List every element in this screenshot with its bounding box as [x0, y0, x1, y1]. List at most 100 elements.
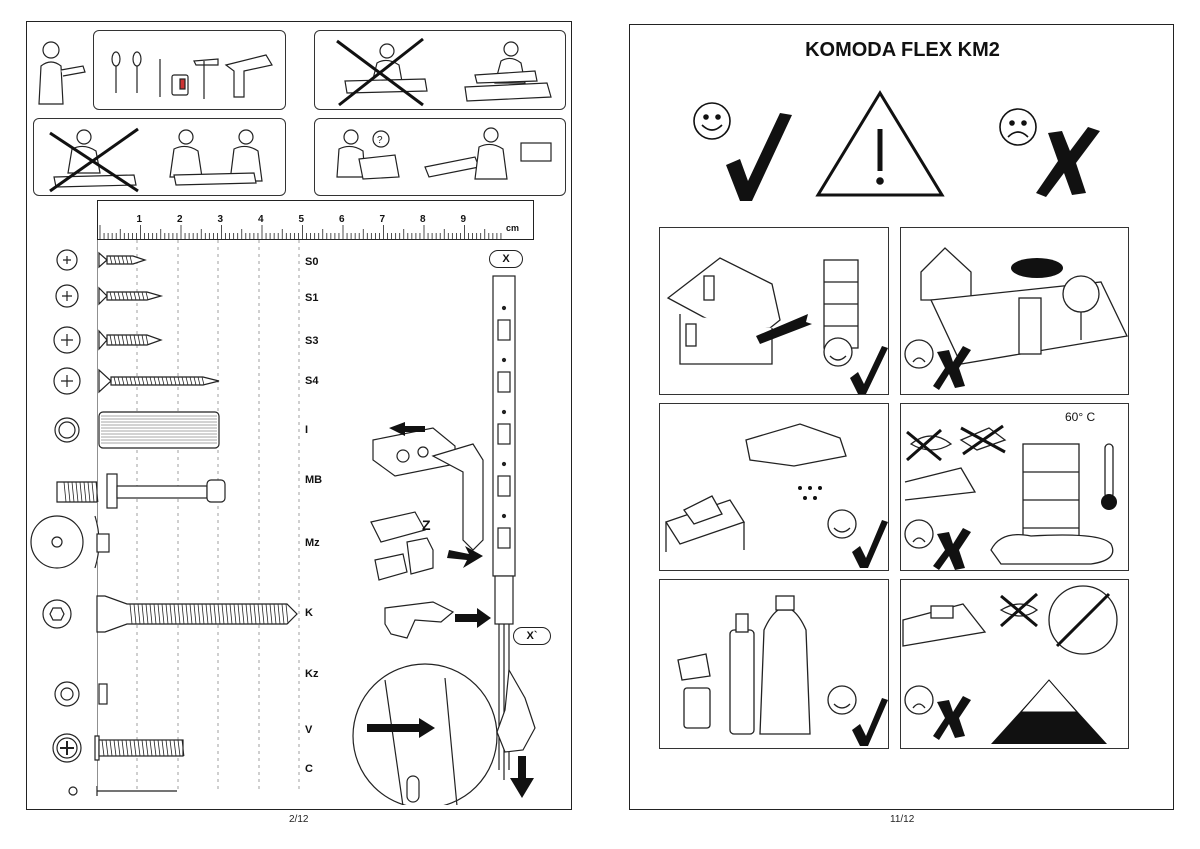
- thread-line: [121, 739, 125, 757]
- thread-line: [213, 603, 217, 625]
- tools-panel: [93, 30, 286, 110]
- thread-line: [137, 603, 141, 625]
- thread-line: [133, 603, 137, 625]
- thread-line: [185, 603, 189, 625]
- page-number-right: 11/12: [890, 814, 915, 825]
- no-water-heat-illustration: [904, 424, 1117, 570]
- thread-line: [161, 739, 165, 757]
- rail-slot: [497, 423, 511, 445]
- part-code-kz: Kz: [305, 668, 319, 680]
- thread-line: [141, 376, 145, 386]
- thread-line: [277, 603, 281, 625]
- thread-line: [137, 291, 141, 301]
- thread-line: [109, 255, 113, 265]
- ruler-unit: cm: [506, 223, 520, 233]
- fastener-drawings: [30, 249, 298, 796]
- thread-line: [105, 739, 109, 757]
- thread-line: [129, 291, 133, 301]
- rail-label-x-prime: X`: [513, 627, 551, 645]
- hinge-and-rail-drawing: [352, 275, 536, 805]
- thread-line: [133, 376, 137, 386]
- thread-line: [145, 334, 149, 346]
- thread-line: [129, 255, 133, 265]
- cross-icon: [1036, 127, 1100, 197]
- thread-line: [221, 603, 225, 625]
- thread-line: [145, 376, 149, 386]
- thread-line: [141, 291, 145, 301]
- thread-line: [67, 481, 71, 503]
- thread-line: [87, 481, 91, 503]
- thread-line: [201, 603, 205, 625]
- thread-line: [193, 376, 197, 386]
- person-icon: [38, 41, 86, 105]
- floor-assembly-panel: [314, 30, 566, 110]
- thread-line: [285, 603, 289, 625]
- thread-line: [149, 376, 153, 386]
- thread-line: [153, 603, 157, 625]
- thread-line: [205, 603, 209, 625]
- thread-line: [161, 603, 165, 625]
- thread-line: [225, 603, 229, 625]
- ruler-ticks: [99, 225, 502, 239]
- part-code-k: K: [305, 607, 313, 619]
- thread-line: [117, 334, 121, 346]
- thread-line: [137, 739, 141, 757]
- thread-line: [185, 376, 189, 386]
- thread-line: [153, 376, 157, 386]
- rail-hole: [501, 461, 507, 467]
- thread-line: [125, 376, 129, 386]
- rail-slot: [497, 527, 511, 549]
- thread-line: [71, 481, 75, 503]
- two-person-panel: [33, 118, 286, 196]
- detergent-illustration: [677, 595, 888, 746]
- thread-line: [137, 334, 141, 346]
- thread-line: [169, 376, 173, 386]
- part-code-s4: S4: [305, 375, 319, 387]
- thread-line: [265, 603, 269, 625]
- thread-line: [153, 739, 157, 757]
- hinge-label-z: Z: [422, 517, 431, 533]
- page-number-left: 2/12: [289, 814, 309, 825]
- ruler-number: 7: [379, 214, 386, 225]
- thread-line: [121, 291, 125, 301]
- thread-line: [165, 603, 169, 625]
- thread-line: [141, 334, 145, 346]
- part-code-s1: S1: [305, 292, 319, 304]
- rail-hole: [501, 513, 507, 519]
- thread-line: [253, 603, 257, 625]
- thread-line: [113, 255, 117, 265]
- thread-line: [181, 376, 185, 386]
- thread-line: [121, 376, 125, 386]
- legend-row: [693, 90, 1100, 201]
- thread-line: [95, 481, 99, 503]
- thread-line: [197, 376, 201, 386]
- thread-line: [109, 739, 113, 757]
- thread-line: [165, 739, 169, 757]
- thread-line: [169, 739, 173, 757]
- thread-line: [249, 603, 253, 625]
- dry-cleaning-illustration: [665, 423, 888, 568]
- thread-line: [169, 603, 173, 625]
- thread-line: [273, 603, 277, 625]
- thread-line: [129, 739, 133, 757]
- thread-line: [181, 739, 185, 757]
- thread-line: [193, 603, 197, 625]
- check-icon: [726, 113, 792, 201]
- rail-hole: [501, 305, 507, 311]
- thread-line: [197, 603, 201, 625]
- ruler-number: 8: [420, 214, 426, 225]
- thread-line: [173, 739, 177, 757]
- thread-line: [113, 291, 117, 301]
- ruler: cm: [97, 200, 534, 240]
- thread-line: [109, 291, 113, 301]
- thread-line: [125, 255, 129, 265]
- panel-dry-cleaning: [659, 403, 889, 571]
- part-code-mb: MB: [305, 474, 323, 486]
- no-outdoor-illustration: [904, 247, 1128, 390]
- thread-line: [241, 603, 245, 625]
- ruler-number: 4: [258, 214, 264, 225]
- thread-line: [173, 376, 177, 386]
- thread-line: [173, 603, 177, 625]
- tools-illustration: [111, 51, 273, 99]
- rail-hole: [501, 357, 507, 363]
